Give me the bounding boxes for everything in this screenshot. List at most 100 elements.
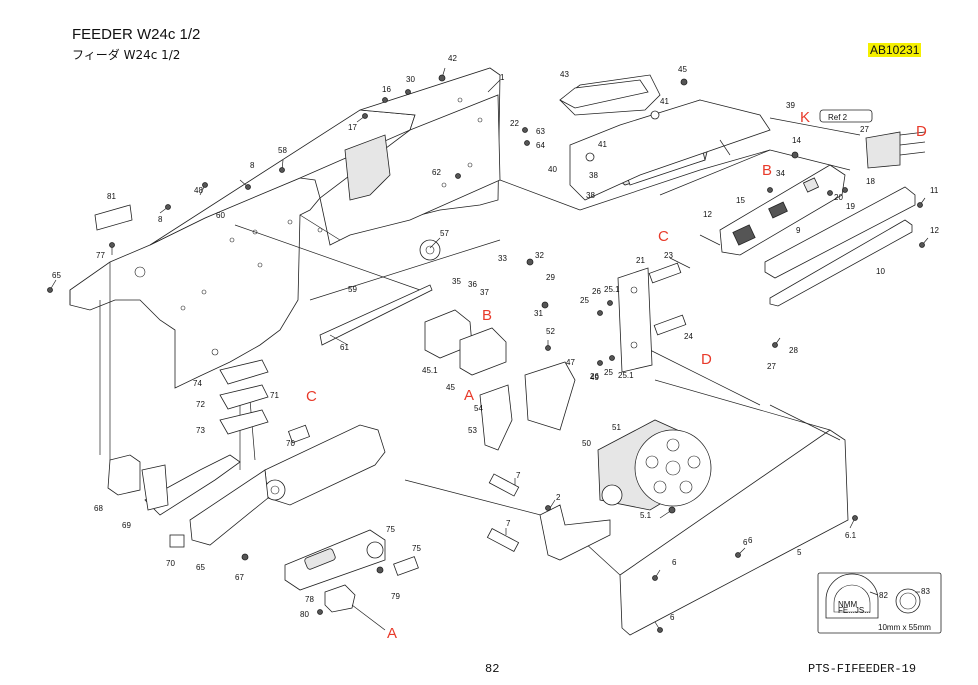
- callout-6: 6: [743, 538, 748, 547]
- reference-letter-a: A: [387, 625, 397, 642]
- callout-26: 26: [592, 287, 601, 296]
- callout-77: 77: [96, 251, 105, 260]
- inset-callout-83: 83: [921, 587, 930, 596]
- callout-20: 20: [834, 193, 843, 202]
- callout-49: 49: [590, 373, 599, 382]
- callout-53: 53: [468, 426, 477, 435]
- callout-47: 47: [566, 358, 575, 367]
- callout-6: 6: [748, 536, 753, 545]
- page-subtitle: フィーダ W24c 1/2: [72, 48, 181, 62]
- callout-27: 27: [767, 362, 776, 371]
- callout-7: 7: [506, 519, 511, 528]
- callout-29: 29: [546, 273, 555, 282]
- callout-22: 22: [510, 119, 519, 128]
- callout-65: 65: [52, 271, 61, 280]
- callout-numbers: 1255.166666.1778891011121214151617181920…: [52, 54, 939, 622]
- callout-39: 39: [786, 101, 795, 110]
- callout-2: 2: [556, 493, 561, 502]
- callout-48: 48: [194, 186, 203, 195]
- page-title: FEEDER W24c 1/2: [72, 26, 201, 43]
- reference-letter-d: D: [916, 123, 927, 140]
- middle-mechanism: [309, 239, 712, 561]
- reference-letter-k: K: [800, 109, 810, 126]
- callout-8: 8: [250, 161, 255, 170]
- callout-33: 33: [498, 254, 507, 263]
- callout-38: 38: [589, 171, 598, 180]
- callout-45: 45: [678, 65, 687, 74]
- reference-letter-b: B: [762, 162, 772, 179]
- callout-8: 8: [158, 215, 163, 224]
- callout-40: 40: [548, 165, 557, 174]
- callout-41: 41: [598, 140, 607, 149]
- callout-30: 30: [406, 75, 415, 84]
- callout-62: 62: [432, 168, 441, 177]
- callout-74: 74: [193, 379, 202, 388]
- callout-63: 63: [536, 127, 545, 136]
- callout-73: 73: [196, 426, 205, 435]
- fasteners: [47, 74, 925, 633]
- inset-label-line2: FE...JS...: [838, 606, 871, 615]
- side-frame: [69, 67, 501, 470]
- callout-28: 28: [789, 346, 798, 355]
- ref2-tag: Ref 2: [828, 113, 848, 122]
- callout-69: 69: [122, 521, 131, 530]
- callout-26: 26: [590, 372, 599, 381]
- callout-75: 75: [386, 525, 395, 534]
- callout-60: 60: [216, 211, 225, 220]
- callout-45: 45: [446, 383, 455, 392]
- callout-6-1: 6.1: [845, 531, 857, 540]
- reference-letter-b: B: [482, 307, 492, 324]
- callout-45-1: 45.1: [422, 366, 438, 375]
- callout-43: 43: [560, 70, 569, 79]
- catalog-code: AB10231: [868, 43, 922, 57]
- callout-25: 25: [580, 296, 589, 305]
- callout-61: 61: [340, 343, 349, 352]
- callout-71: 71: [270, 391, 279, 400]
- inset-size-label: 10mm x 55mm: [878, 623, 931, 632]
- callout-36: 36: [468, 280, 477, 289]
- callout-72: 72: [196, 400, 205, 409]
- callout-52: 52: [546, 327, 555, 336]
- callout-68: 68: [94, 504, 103, 513]
- callout-9: 9: [796, 226, 801, 235]
- drive-rail-assembly: [659, 131, 926, 307]
- callout-42: 42: [448, 54, 457, 63]
- callout-50: 50: [582, 439, 591, 448]
- callout-78: 78: [305, 595, 314, 604]
- callout-11: 11: [930, 186, 939, 195]
- callout-64: 64: [536, 141, 545, 150]
- callout-24: 24: [684, 332, 693, 341]
- callout-37: 37: [480, 288, 489, 297]
- document-id: PTS-FIFEEDER-19: [808, 662, 917, 676]
- callout-23: 23: [664, 251, 673, 260]
- callout-65: 65: [196, 563, 205, 572]
- callout-1: 1: [500, 73, 505, 82]
- callout-58: 58: [278, 146, 287, 155]
- callout-27: 27: [860, 125, 869, 134]
- page-number: 82: [485, 662, 500, 676]
- reference-letter-a: A: [464, 387, 474, 404]
- callout-54: 54: [474, 404, 483, 413]
- callout-19: 19: [846, 202, 855, 211]
- inset-box: NMM FE...JS... 82 83 10mm x 55mm: [817, 572, 942, 634]
- callout-10: 10: [876, 267, 885, 276]
- callout-12: 12: [703, 210, 712, 219]
- inset-label-line1: NMM: [838, 600, 857, 609]
- callout-32: 32: [535, 251, 544, 260]
- handle-assembly: [94, 204, 419, 631]
- callout-5: 5: [797, 548, 802, 557]
- callout-6: 6: [672, 558, 677, 567]
- callout-34: 34: [776, 169, 785, 178]
- callout-59: 59: [348, 285, 357, 294]
- callout-70: 70: [286, 439, 295, 448]
- reference-letter-c: C: [658, 228, 669, 245]
- callout-5-1: 5.1: [640, 511, 652, 520]
- callout-6: 6: [670, 613, 675, 622]
- reference-letter-c: C: [306, 388, 317, 405]
- callout-81: 81: [107, 192, 116, 201]
- inset-callout-82: 82: [879, 591, 888, 600]
- callout-57: 57: [440, 229, 449, 238]
- callout-80: 80: [300, 610, 309, 619]
